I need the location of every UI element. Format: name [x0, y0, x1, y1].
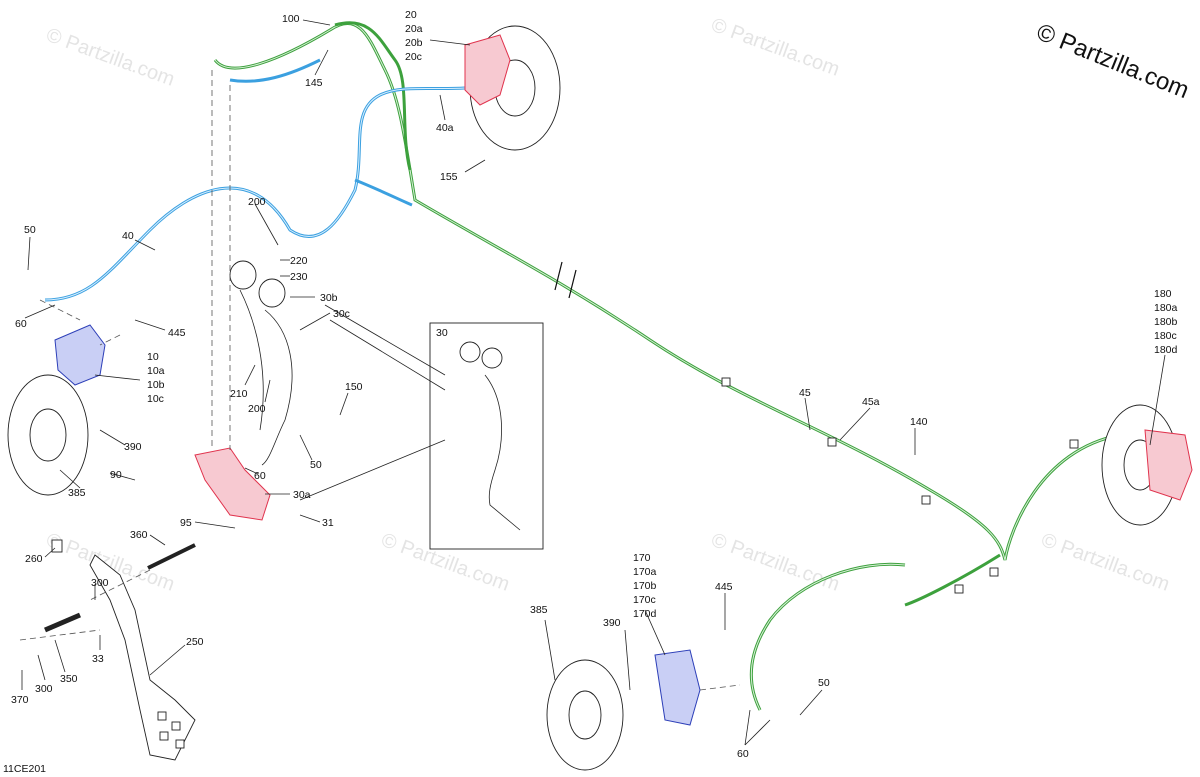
callout-45: 45: [799, 387, 811, 399]
callout-200b: 200: [248, 403, 266, 415]
callout-180: 180: [1154, 288, 1172, 300]
callout-20c: 20c: [405, 51, 422, 63]
copyright-text: © Partzilla.com: [1033, 19, 1193, 105]
callout-30c: 30c: [333, 308, 350, 320]
brake-pedal: [89, 554, 196, 761]
callout-10b: 10b: [147, 379, 165, 391]
callout-385b: 385: [530, 604, 548, 616]
callout-385: 385: [68, 487, 86, 499]
callout-360: 360: [130, 529, 148, 541]
callout-170: 170: [633, 552, 651, 564]
watermark: © Partzilla.com: [708, 14, 842, 81]
watermark: © Partzilla.com: [43, 24, 177, 91]
blue-brake-hose: [44, 58, 466, 302]
callout-45a: 45a: [862, 396, 880, 408]
front-left-caliper: [54, 324, 106, 386]
callout-200: 200: [248, 196, 266, 208]
callout-30a: 30a: [293, 489, 311, 501]
callout-20b: 20b: [405, 37, 423, 49]
callout-20: 20: [405, 9, 417, 21]
callout-300b: 300: [35, 683, 53, 695]
callout-170c: 170c: [633, 594, 656, 606]
diagram-code: 11CE201: [3, 763, 46, 775]
callout-390b: 390: [603, 617, 621, 629]
inset-label: 30: [436, 327, 448, 339]
callout-60: 60: [15, 318, 27, 330]
callout-260: 260: [25, 553, 43, 565]
callout-20a: 20a: [405, 23, 423, 35]
callout-300: 300: [91, 577, 109, 589]
callout-100: 100: [282, 13, 300, 25]
front-left-brake-disc: [7, 374, 89, 496]
callout-170a: 170a: [633, 566, 657, 578]
green-brake-hose-main: [213, 21, 1121, 711]
leader-lines: [21, 19, 1166, 746]
dashed-guides: [19, 70, 741, 691]
callout-10c: 10c: [147, 393, 164, 405]
callout-250: 250: [186, 636, 204, 648]
inset-arrows: [299, 304, 446, 501]
rear-right-brake-disc: [1101, 404, 1193, 526]
callout-155: 155: [440, 171, 458, 183]
callout-50b: 50: [310, 459, 322, 471]
watermarks: © Partzilla.com © Partzilla.com © Partzi…: [43, 14, 1172, 596]
callout-31: 31: [322, 517, 334, 529]
callout-445b: 445: [715, 581, 733, 593]
callout-30b: 30b: [320, 292, 338, 304]
master-cylinder: [194, 260, 293, 521]
callout-labels: 100 145 20 20a 20b 20c 40a 155 50 40 60 …: [11, 9, 1178, 760]
callout-10a: 10a: [147, 365, 165, 377]
callout-445: 445: [168, 327, 186, 339]
callout-50: 50: [24, 224, 36, 236]
callout-170d: 170d: [633, 608, 657, 620]
callout-180b: 180b: [1154, 316, 1178, 328]
callout-180d: 180d: [1154, 344, 1178, 356]
callout-10: 10: [147, 351, 159, 363]
callout-210: 210: [230, 388, 248, 400]
callout-180c: 180c: [1154, 330, 1177, 342]
pedal-hardware: [44, 539, 196, 633]
rear-left-brake-disc: [546, 649, 701, 771]
callout-145: 145: [305, 77, 323, 89]
front-right-brake-disc: [464, 25, 561, 151]
callout-150: 150: [345, 381, 363, 393]
callout-33: 33: [92, 653, 104, 665]
callout-220: 220: [290, 255, 308, 267]
callout-50c: 50: [818, 677, 830, 689]
callout-180a: 180a: [1154, 302, 1178, 314]
callout-140: 140: [910, 416, 928, 428]
callout-90: 90: [110, 469, 122, 481]
callout-390: 390: [124, 441, 142, 453]
callout-40a: 40a: [436, 122, 454, 134]
watermark: © Partzilla.com: [1038, 529, 1172, 596]
callout-370: 370: [11, 694, 29, 706]
callout-230: 230: [290, 271, 308, 283]
callout-350: 350: [60, 673, 78, 685]
callout-170b: 170b: [633, 580, 657, 592]
inset-master-cylinder: 30: [429, 322, 544, 550]
callout-40: 40: [122, 230, 134, 242]
callout-95: 95: [180, 517, 192, 529]
callout-60b: 60: [254, 470, 266, 482]
callout-60c: 60: [737, 748, 749, 760]
watermark: © Partzilla.com: [378, 529, 512, 596]
